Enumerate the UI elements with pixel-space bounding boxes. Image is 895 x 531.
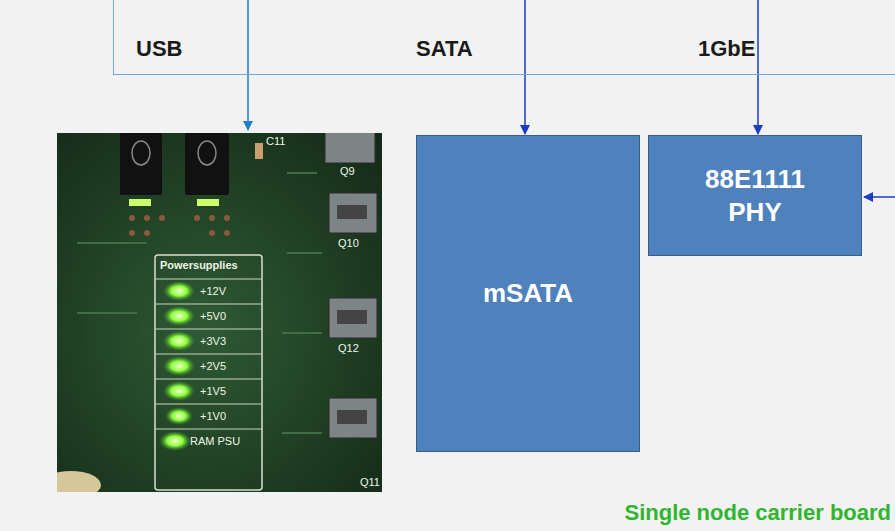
- box-label: mSATA: [483, 277, 573, 310]
- silkscreen-label: Q12: [338, 342, 359, 354]
- gbe-wire: [757, 0, 759, 75]
- interface-label: USB: [136, 36, 182, 62]
- silkscreen-label: +2V5: [200, 360, 226, 372]
- silkscreen-label: +1V5: [200, 385, 226, 397]
- usb-wire: [247, 0, 249, 130]
- interface-label: 1GbE: [698, 36, 755, 62]
- silkscreen-label: +1V0: [200, 410, 226, 422]
- silkscreen-label: +3V3: [200, 335, 226, 347]
- silkscreen-label: +12V: [200, 285, 226, 297]
- phy-box: 88E1111 PHY: [648, 135, 862, 256]
- silkscreen-label: +5V0: [200, 310, 226, 322]
- interface-band: USB SATA 1GbE: [113, 0, 895, 75]
- panel-heading: Powersupplies: [160, 259, 238, 271]
- silkscreen-label: Q9: [340, 165, 355, 177]
- signal-arrow: [757, 75, 759, 134]
- box-label: 88E1111 PHY: [695, 163, 815, 228]
- silkscreen-label: Q11: [360, 476, 380, 488]
- signal-arrow: [524, 75, 526, 134]
- caption: Single node carrier board: [624, 500, 891, 526]
- interface-label: SATA: [416, 36, 473, 62]
- sata-wire: [524, 0, 526, 75]
- silkscreen-label: C11: [266, 135, 285, 147]
- silkscreen-label: RAM PSU: [190, 435, 240, 447]
- phy-input-wire: [864, 196, 895, 198]
- storage-box: mSATA: [416, 135, 640, 452]
- silkscreen-label: Q10: [338, 237, 359, 249]
